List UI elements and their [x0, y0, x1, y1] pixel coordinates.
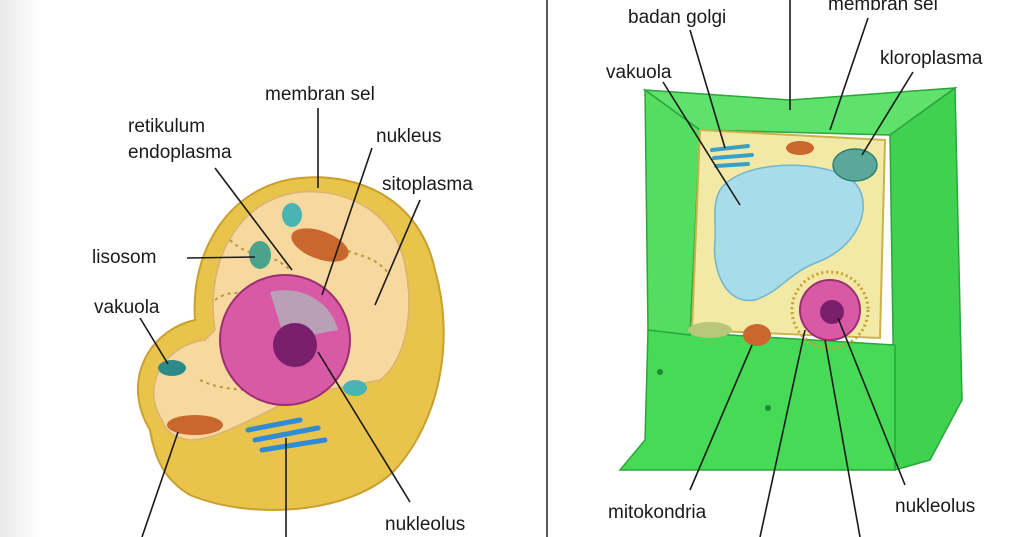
- label-plant-vakuola: vakuola: [606, 62, 672, 83]
- label-animal-retikulum-1: retikulum: [128, 116, 205, 137]
- plant-chloroplast-bottom: [688, 322, 732, 338]
- plant-mitochondrion-top: [786, 141, 814, 155]
- animal-cell: [137, 176, 445, 511]
- plant-nucleolus: [820, 300, 844, 324]
- animal-mitochondrion: [291, 228, 349, 262]
- plant-cell: [618, 86, 963, 471]
- label-plant-badan-golgi: badan golgi: [628, 7, 726, 28]
- animal-leader-lines: [139, 108, 421, 537]
- plant-golgi: [710, 144, 754, 168]
- animal-vacuole: [158, 360, 186, 376]
- plant-wall-pit: [657, 369, 663, 375]
- panel-divider: [546, 0, 548, 537]
- animal-vacuole-2: [343, 380, 367, 396]
- label-plant-nukleolus: nukleolus: [895, 496, 975, 517]
- label-animal-lisosom: lisosom: [92, 247, 156, 268]
- animal-golgi: [245, 417, 328, 453]
- plant-nucleus-halo: [790, 270, 870, 350]
- label-animal-nukleus: nukleus: [376, 126, 442, 147]
- plant-vacuole: [713, 164, 864, 302]
- plant-leader-lines: [662, 0, 914, 537]
- plant-cell-wall-front: [618, 329, 896, 471]
- plant-mitochondrion: [743, 324, 771, 346]
- plant-chloroplast: [832, 148, 878, 182]
- left-margin-shade: [0, 0, 40, 537]
- label-animal-membran-sel: membran sel: [265, 84, 375, 105]
- label-animal-nukleolus: nukleolus: [385, 514, 465, 535]
- label-plant-kloroplasma: kloroplasma: [880, 48, 983, 69]
- plant-cell-wall-left: [644, 88, 701, 336]
- plant-wall-pit-2: [765, 405, 771, 411]
- animal-lysosome: [249, 241, 271, 269]
- label-animal-retikulum-2: endoplasma: [128, 142, 232, 163]
- label-animal-sitoplasma: sitoplasma: [382, 174, 473, 195]
- label-plant-mitokondria: mitokondria: [608, 502, 707, 523]
- plant-cell-wall-right: [889, 86, 963, 471]
- animal-lysosome-2: [282, 203, 302, 227]
- label-animal-vakuola: vakuola: [94, 297, 160, 318]
- animal-mitochondrion-bottom: [167, 415, 223, 435]
- animal-nucleolus: [273, 323, 317, 367]
- label-plant-membran-sel: membran sel: [828, 0, 938, 15]
